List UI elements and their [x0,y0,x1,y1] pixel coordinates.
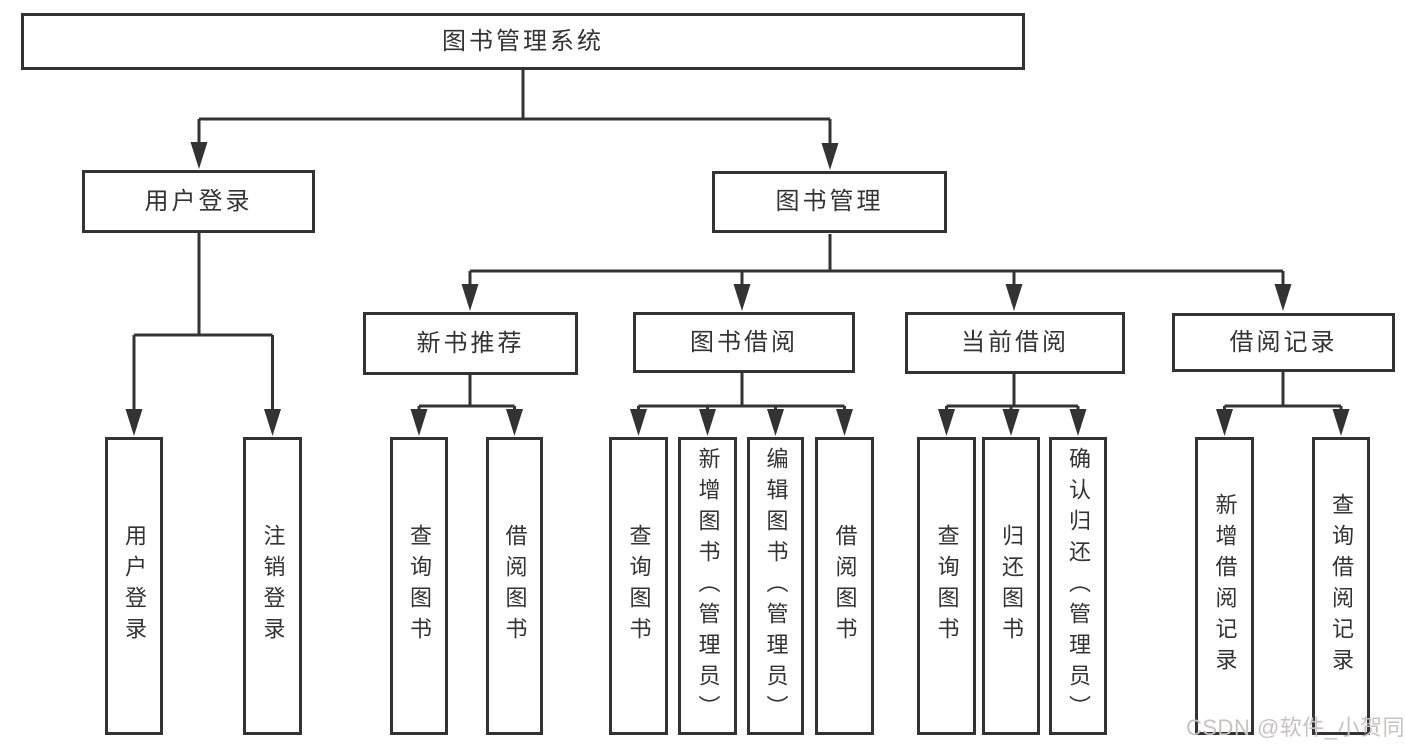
node-label: 借阅图书 [832,524,858,648]
arrowheads [125,142,1350,436]
arrow-down-icon [190,142,208,169]
connector-new-book-branch [417,375,516,413]
node-leaf-logout: 注销登录 [243,437,302,735]
node-new-book-recommend: 新书推荐 [363,312,578,375]
arrow-down-icon [1069,409,1087,436]
node-label: 查询图书 [407,524,432,648]
arrow-down-icon [1274,284,1292,311]
arrow-down-icon [1332,409,1350,436]
arrow-down-icon [1002,409,1020,436]
node-label: 归还图书 [999,524,1024,648]
node-leaf-return-books: 归还图书 [982,437,1040,735]
node-label: 借阅记录 [1229,328,1338,356]
node-leaf-user-login: 用户登录 [105,437,163,735]
arrow-down-icon [1005,284,1023,311]
node-leaf-add-books-admin: 新增图书（管理员） [678,437,737,735]
arrow-down-icon [264,409,281,436]
connector-current-borrow-branch [945,374,1080,413]
arrow-down-icon [733,284,751,311]
node-label: 查询借阅记录 [1329,493,1354,679]
connector-book-mgmt-branch [468,234,1285,289]
connector-user-login-branch [132,233,274,414]
arrow-down-icon [410,409,428,436]
node-book-borrowing: 图书借阅 [633,312,855,373]
node-label: 新增借阅记录 [1212,493,1238,679]
node-leaf-query-borrow-record: 查询借阅记录 [1312,437,1370,735]
arrow-down-icon [938,409,955,436]
node-label: 图书管理系统 [442,27,604,55]
node-leaf-confirm-return-admin: 确认归还（管理员） [1049,437,1107,735]
arrow-down-icon [630,409,647,436]
node-user-login: 用户登录 [82,170,315,233]
node-leaf-borrow-books: 借阅图书 [486,437,543,735]
node-leaf-query-books: 查询图书 [917,437,976,735]
arrow-down-icon [821,143,839,170]
arrow-down-icon [1216,409,1233,436]
node-label: 图书借阅 [690,328,798,356]
arrow-down-icon [506,409,523,436]
node-label: 借阅图书 [502,524,528,648]
node-label: 查询图书 [934,524,960,648]
node-leaf-borrow-books: 借阅图书 [815,437,874,735]
node-label: 新书推荐 [416,329,525,357]
csdn-watermark: CSDN @软件_小贺同学 [1186,715,1405,740]
node-label: 图书管理 [775,188,884,215]
arrow-down-icon [767,409,784,436]
node-library-system-root: 图书管理系统 [21,13,1025,70]
connector-borrow-record-branch [1223,372,1343,413]
arrow-down-icon [461,284,479,311]
node-leaf-add-borrow-record: 新增借阅记录 [1195,437,1254,735]
node-leaf-query-books: 查询图书 [390,437,448,735]
node-borrow-records: 借阅记录 [1172,313,1395,372]
node-label: 新增图书（管理员） [695,446,721,726]
node-label: 编辑图书（管理员） [763,446,789,726]
node-leaf-edit-books-admin: 编辑图书（管理员） [747,437,804,735]
connector-book-borrow-branch [637,373,846,413]
arrow-down-icon [836,409,853,436]
arrow-down-icon [125,409,143,436]
node-label: 确认归还（管理员） [1066,446,1091,726]
node-label: 当前借阅 [961,329,1069,356]
node-label: 用户登录 [122,524,147,648]
node-label: 查询图书 [626,524,652,648]
node-label: 注销登录 [260,524,286,648]
arrow-down-icon [699,409,716,436]
node-label: 用户登录 [144,187,253,215]
node-book-management: 图书管理 [712,171,947,233]
connector-root-to-level2 [197,70,832,150]
node-leaf-query-books: 查询图书 [609,437,668,735]
node-current-borrowing: 当前借阅 [905,312,1125,374]
